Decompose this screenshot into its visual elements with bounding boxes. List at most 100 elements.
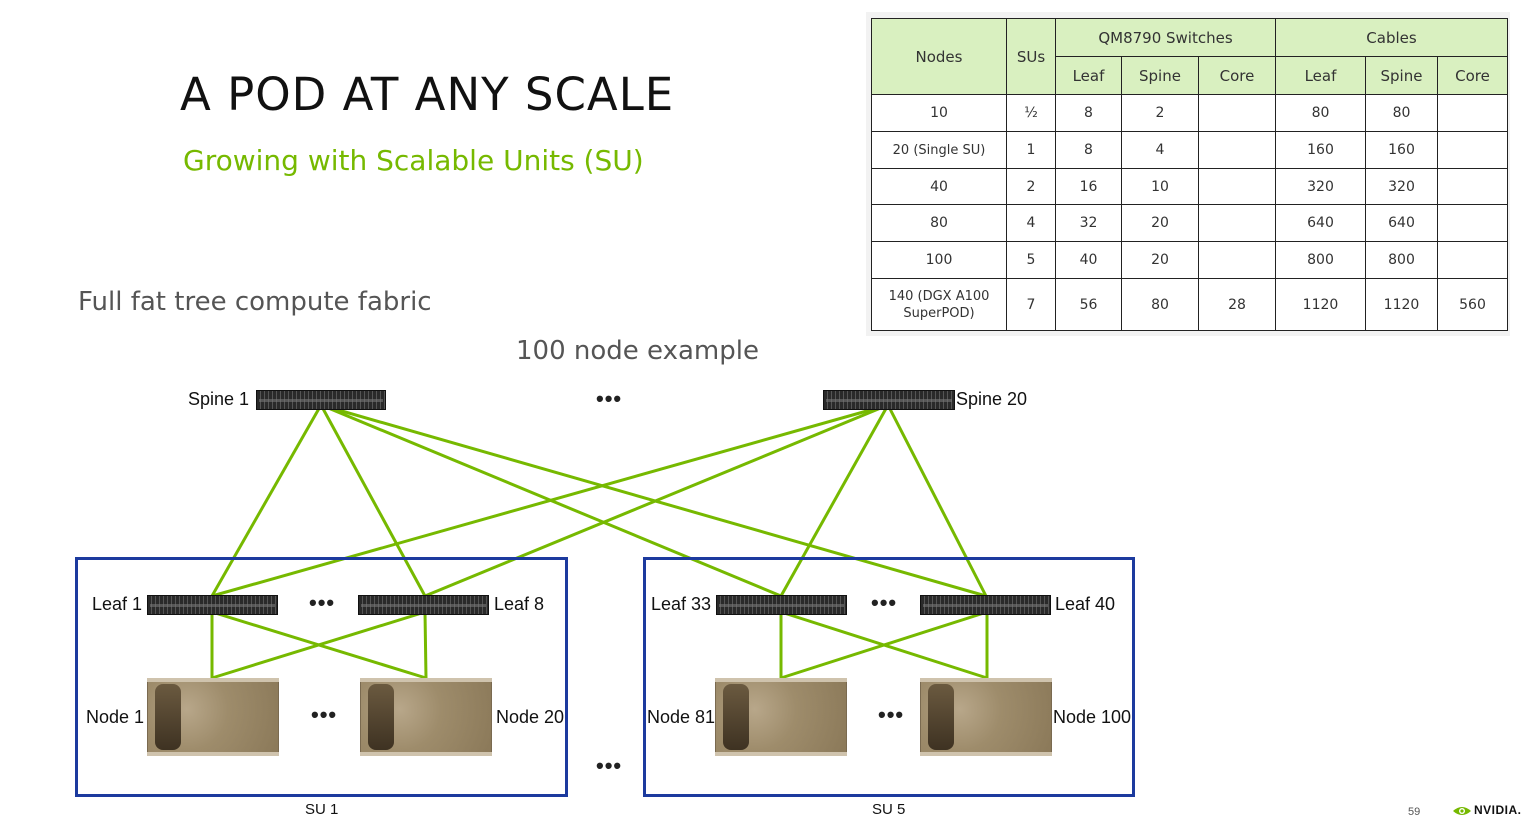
table-cell [1437, 131, 1508, 169]
subheader-cable-core: Core [1437, 56, 1508, 95]
table-cell: 140 (DGX A100 SuperPOD) [871, 278, 1007, 331]
node-81-server [715, 678, 847, 756]
table-cell: 20 [1121, 204, 1199, 242]
switch-cable-table: Nodes SUs QM8790 Switches Cables Leaf Sp… [871, 18, 1508, 331]
header-switches: QM8790 Switches [1055, 18, 1276, 57]
header-sus: SUs [1006, 18, 1056, 95]
su-5-label: SU 5 [872, 801, 906, 818]
link-leaf8-node1 [211, 610, 426, 680]
table-cell: 560 [1437, 278, 1508, 331]
link-spine1-leaf8 [319, 404, 427, 597]
node-100-label: Node 100 [1053, 707, 1132, 727]
spine-ellipsis: ••• [596, 386, 623, 411]
table-cell: 7 [1006, 278, 1056, 331]
node-ellipsis-su5: ••• [878, 702, 905, 727]
subheader-switch-core: Core [1198, 56, 1276, 95]
leaf-40-label: Leaf 40 [1055, 594, 1116, 614]
table-cell: 40 [1055, 241, 1122, 279]
table-cell: 100 [871, 241, 1007, 279]
table-cell: 4 [1006, 204, 1056, 242]
table-cell: 32 [1055, 204, 1122, 242]
link-leaf40-node81 [780, 610, 988, 680]
subheader-cable-spine: Spine [1365, 56, 1438, 95]
table-cell: 80 [1121, 278, 1199, 331]
table-cell: 28 [1198, 278, 1276, 331]
node-1-server [147, 678, 279, 756]
link-spine20-leaf1 [211, 403, 889, 598]
table-cell: 640 [1365, 204, 1438, 242]
node-81-label: Node 81 [647, 707, 716, 727]
table-cell [1198, 204, 1276, 242]
su-1-box [75, 557, 568, 797]
table-cell: 5 [1006, 241, 1056, 279]
fabric-label: Full fat tree compute fabric [78, 287, 432, 317]
link-leaf8-node20 [423, 611, 428, 679]
table-cell: 2 [1121, 94, 1199, 132]
table-cell: ½ [1006, 94, 1056, 132]
su-5-box [643, 557, 1135, 797]
table-cell: 320 [1275, 168, 1366, 205]
table-cell: 1120 [1275, 278, 1366, 331]
table-cell: 4 [1121, 131, 1199, 169]
table-cell: 80 [1365, 94, 1438, 132]
link-spine20-leaf40 [886, 404, 988, 597]
node-100-server [920, 678, 1052, 756]
leaf-1-switch [147, 595, 278, 615]
table-cell: 80 [871, 204, 1007, 242]
subheader-switch-leaf: Leaf [1055, 56, 1122, 95]
table-cell [1437, 94, 1508, 132]
leaf-8-label: Leaf 8 [494, 594, 545, 614]
nvidia-logo: NVIDIA. [1452, 803, 1521, 819]
table-cell: 80 [1275, 94, 1366, 132]
link-spine1-leaf1 [210, 404, 323, 597]
spine-20-label: Spine 20 [956, 389, 1028, 409]
spine-1-label: Spine 1 [188, 389, 250, 409]
leaf-ellipsis-su5: ••• [871, 590, 898, 615]
table-cell: 40 [871, 168, 1007, 205]
table-cell: 8 [1055, 94, 1122, 132]
table-cell: 10 [1121, 168, 1199, 205]
node-1-label: Node 1 [86, 707, 145, 727]
table-cell: 320 [1365, 168, 1438, 205]
spine-20-switch [823, 390, 955, 410]
table-cell: 20 (Single SU) [871, 131, 1007, 169]
page-number: 59 [1408, 806, 1421, 818]
leaf-1-label: Leaf 1 [92, 594, 143, 614]
slide-title: A POD AT ANY SCALE [180, 68, 675, 121]
example-label: 100 node example [516, 336, 759, 366]
leaf-40-switch [920, 595, 1051, 615]
table-cell: 20 [1121, 241, 1199, 279]
leaf-33-switch [716, 595, 847, 615]
subheader-cable-leaf: Leaf [1275, 56, 1366, 95]
brand-text: NVIDIA. [1474, 803, 1522, 817]
leaf-33-label: Leaf 33 [651, 594, 712, 614]
nvidia-eye-icon [1453, 807, 1471, 815]
table-cell [1437, 241, 1508, 279]
table-cell: 1120 [1365, 278, 1438, 331]
link-spine20-leaf8 [424, 403, 889, 598]
node-20-label: Node 20 [496, 707, 565, 727]
table-cell: 1 [1006, 131, 1056, 169]
table-cell: 160 [1365, 131, 1438, 169]
table-cell [1198, 168, 1276, 205]
table-cell: 2 [1006, 168, 1056, 205]
table-cell: 800 [1275, 241, 1366, 279]
spine-1-switch [256, 390, 386, 410]
su-1-label: SU 1 [305, 801, 339, 818]
link-spine20-leaf33 [779, 404, 890, 597]
switch-cable-table-panel: Nodes SUs QM8790 Switches Cables Leaf Sp… [866, 12, 1510, 336]
table-cell: 56 [1055, 278, 1122, 331]
slide-subtitle: Growing with Scalable Units (SU) [183, 144, 644, 177]
node-ellipsis-su1: ••• [311, 702, 338, 727]
leaf-8-switch [358, 595, 489, 615]
table-cell [1198, 131, 1276, 169]
table-cell: 640 [1275, 204, 1366, 242]
table-cell: 8 [1055, 131, 1122, 169]
su-ellipsis: ••• [596, 753, 623, 778]
